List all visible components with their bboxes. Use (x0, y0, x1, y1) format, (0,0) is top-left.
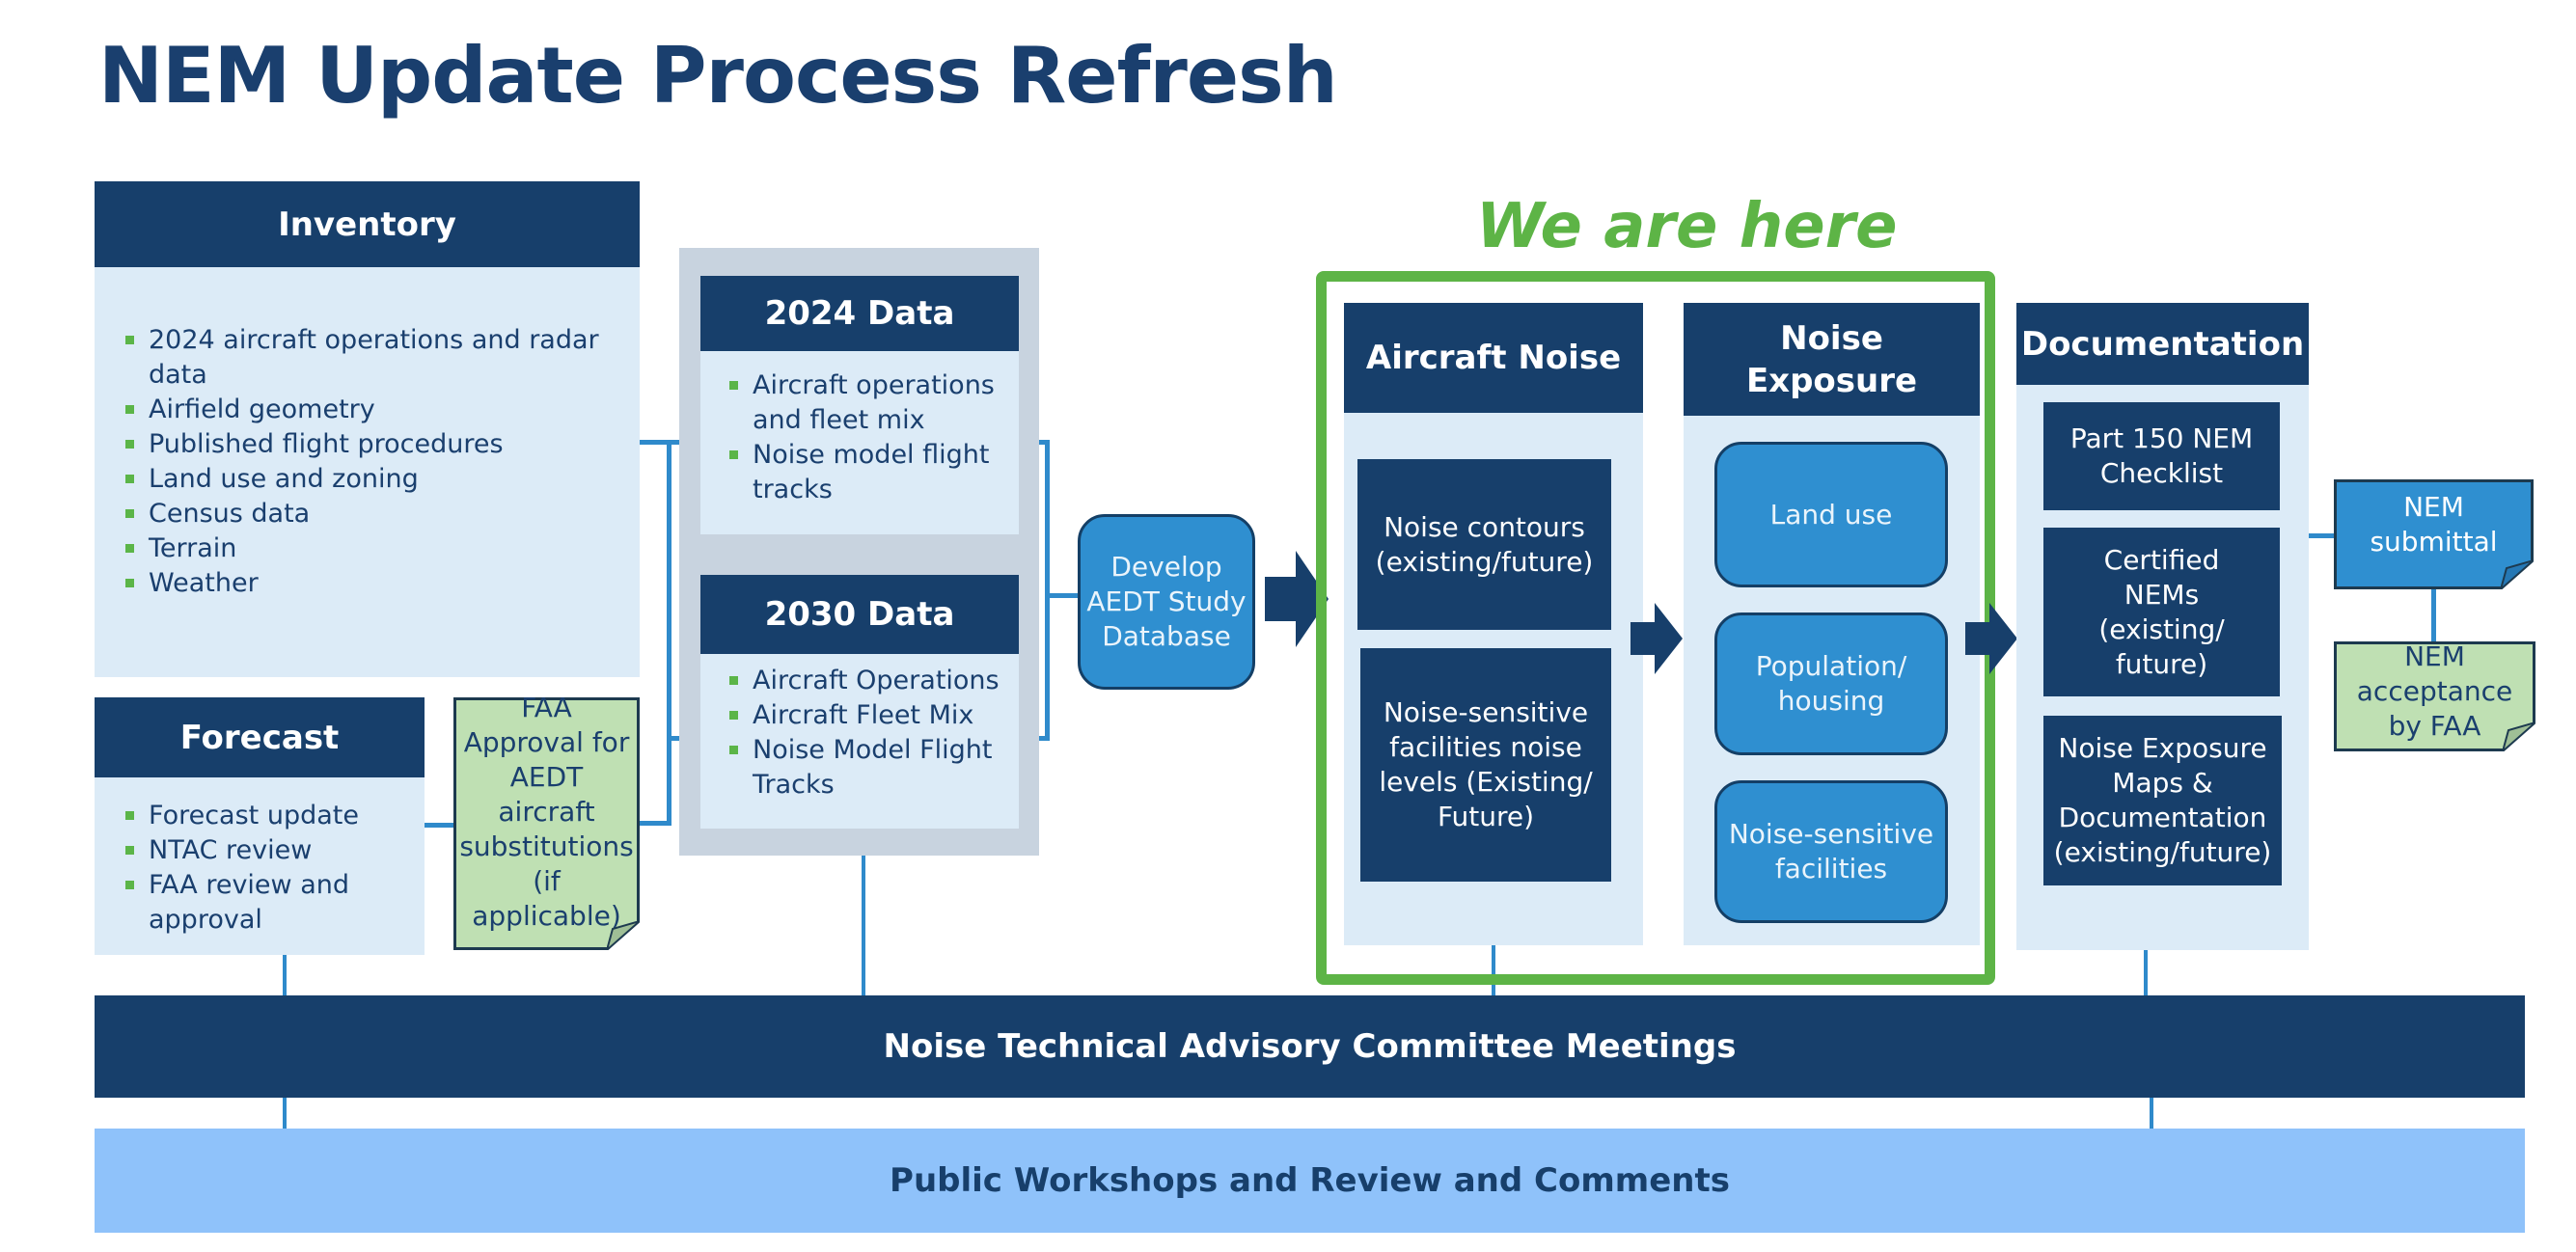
data-2030-body: Aircraft Operations Aircraft Fleet Mix N… (700, 654, 1019, 829)
noise-exposure-body: Land use Population/ housing Noise-sensi… (1684, 416, 1980, 945)
noise-exposure-header: Noise Exposure (1684, 303, 1980, 416)
nem-acceptance-text: NEM acceptance by FAA (2356, 640, 2513, 742)
nem-submittal-text: NEM submittal (2370, 491, 2498, 558)
list-item: Land use and zoning (125, 462, 601, 497)
data-2024-panel: 2024 Data Aircraft operations and fleet … (700, 276, 1019, 534)
we-are-here-label: We are here (1476, 191, 1898, 262)
aircraft-noise-body: Noise contours (existing/future) Noise-s… (1344, 413, 1643, 945)
develop-database-box: Develop AEDT Study Database (1078, 514, 1255, 690)
list-item: Noise Model Flight Tracks (729, 733, 1011, 803)
page-title: NEM Update Process Refresh (98, 31, 1338, 121)
arrow-right-icon (1631, 603, 1683, 674)
connector (1045, 440, 1050, 741)
population-housing-text: Population/ housing (1755, 650, 1907, 717)
certified-nems-box: Certified NEMs (existing/ future) (2043, 528, 2280, 696)
connector (2144, 950, 2148, 997)
ntac-meetings-bar: Noise Technical Advisory Committee Meeti… (95, 995, 2525, 1098)
land-use-box: Land use (1714, 442, 1948, 587)
data-2024-list: Aircraft operations and fleet mix Noise … (729, 368, 1007, 507)
noise-contours-text: Noise contours (existing/future) (1375, 510, 1594, 578)
part-150-checklist-box: Part 150 NEM Checklist (2043, 402, 2280, 510)
inventory-list: 2024 aircraft operations and radar data … (125, 323, 601, 601)
forecast-body: Forecast update NTAC review FAA review a… (95, 777, 425, 955)
data-2030-panel: 2030 Data Aircraft Operations Aircraft F… (700, 575, 1019, 829)
list-item: Aircraft operations and fleet mix (729, 368, 1007, 438)
connector (1045, 593, 1080, 598)
noise-contours-box: Noise contours (existing/future) (1357, 459, 1611, 630)
public-workshops-text: Public Workshops and Review and Comments (890, 1161, 1730, 1200)
nem-acceptance-note: NEM acceptance by FAA (2334, 640, 2535, 751)
forecast-header: Forecast (95, 697, 425, 777)
noise-sensitive-levels-text: Noise-sensitive facilities noise levels … (1379, 696, 1593, 832)
folded-corner-icon (2503, 722, 2535, 751)
inventory-header: Inventory (95, 181, 640, 267)
documentation-panel: Documentation Part 150 NEM Checklist Cer… (2016, 303, 2309, 950)
list-item: FAA review and approval (125, 868, 405, 938)
connector (1492, 945, 1495, 997)
data-2024-body: Aircraft operations and fleet mix Noise … (700, 351, 1019, 534)
list-item: Published flight procedures (125, 427, 601, 462)
connector (862, 856, 865, 997)
inventory-panel: Inventory 2024 aircraft operations and r… (95, 181, 640, 677)
data-2030-header: 2030 Data (700, 575, 1019, 654)
nem-documentation-text: Noise Exposure Maps & Documentation (exi… (2053, 732, 2272, 868)
documentation-body: Part 150 NEM Checklist Certified NEMs (e… (2016, 385, 2309, 950)
noise-sensitive-facilities-box: Noise-sensitive facilities (1714, 780, 1948, 923)
land-use-text: Land use (1769, 498, 1893, 531)
faa-approval-note: FAA Approval for AEDT aircraft substitut… (453, 692, 640, 950)
inventory-body: 2024 aircraft operations and radar data … (95, 267, 640, 677)
folded-corner-icon (2501, 560, 2534, 589)
connector (639, 821, 671, 826)
noise-sensitive-facilities-text: Noise-sensitive facilities (1728, 818, 1934, 885)
list-item: NTAC review (125, 833, 405, 868)
documentation-header: Documentation (2016, 303, 2309, 385)
certified-nems-text: Certified NEMs (existing/ future) (2098, 543, 2225, 680)
aircraft-noise-header: Aircraft Noise (1344, 303, 1643, 413)
forecast-panel: Forecast Forecast update NTAC review FAA… (95, 697, 425, 955)
connector (2431, 586, 2436, 642)
nem-documentation-box: Noise Exposure Maps & Documentation (exi… (2043, 716, 2282, 885)
list-item: Aircraft Fleet Mix (729, 698, 1011, 733)
list-item: Forecast update (125, 799, 405, 833)
arrow-right-icon (1965, 603, 2017, 674)
connector (2150, 1098, 2153, 1130)
data-2024-header: 2024 Data (700, 276, 1019, 351)
public-workshops-bar: Public Workshops and Review and Comments (95, 1129, 2525, 1233)
noise-sensitive-levels-box: Noise-sensitive facilities noise levels … (1360, 648, 1611, 882)
data-2030-list: Aircraft Operations Aircraft Fleet Mix N… (729, 664, 1011, 803)
list-item: Terrain (125, 531, 601, 566)
list-item: Airfield geometry (125, 393, 601, 427)
ntac-meetings-text: Noise Technical Advisory Committee Meeti… (883, 1027, 1737, 1066)
faa-approval-text: FAA Approval for AEDT aircraft substitut… (459, 692, 634, 932)
aircraft-noise-panel: Aircraft Noise Noise contours (existing/… (1344, 303, 1643, 945)
list-item: 2024 aircraft operations and radar data (125, 323, 601, 393)
connector (667, 440, 671, 826)
forecast-list: Forecast update NTAC review FAA review a… (125, 799, 405, 938)
connector (425, 823, 455, 828)
noise-exposure-panel: Noise Exposure Land use Population/ hous… (1684, 303, 1980, 945)
arrow-right-icon (1265, 551, 1329, 647)
connector (283, 1098, 287, 1130)
list-item: Aircraft Operations (729, 664, 1011, 698)
list-item: Weather (125, 566, 601, 601)
list-item: Census data (125, 497, 601, 531)
folded-corner-icon (607, 921, 640, 950)
part-150-checklist-text: Part 150 NEM Checklist (2069, 422, 2254, 489)
population-housing-box: Population/ housing (1714, 612, 1948, 755)
list-item: Noise model flight tracks (729, 438, 1007, 507)
connector (283, 955, 287, 997)
develop-database-text: Develop AEDT Study Database (1086, 551, 1247, 652)
nem-submittal-note: NEM submittal (2334, 479, 2534, 589)
